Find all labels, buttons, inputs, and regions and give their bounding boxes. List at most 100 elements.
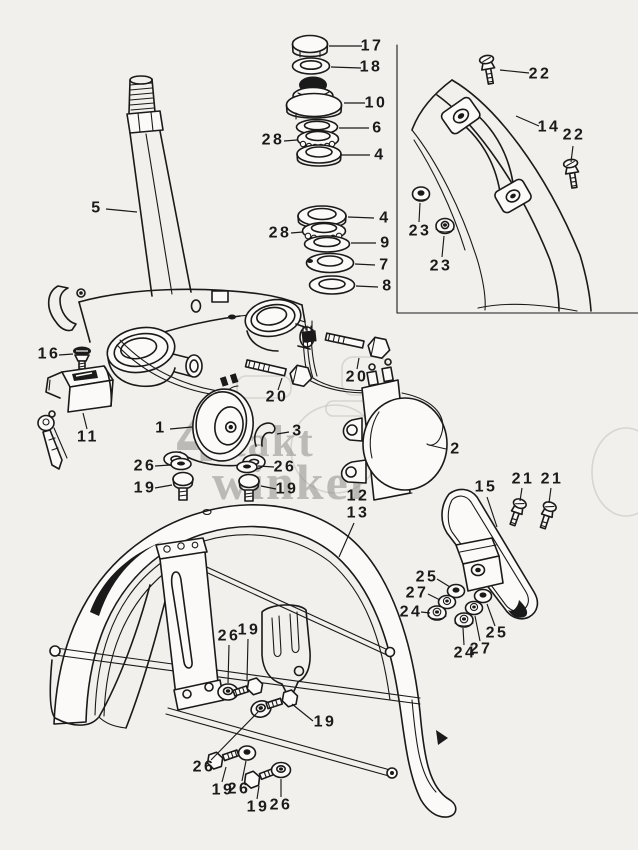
part-callout-3: 3 [292,422,304,440]
steering-stem [47,75,387,397]
part-callout-19: 19 [313,713,337,731]
inset-panel-border [396,44,638,314]
part-callout-18: 18 [359,58,383,76]
part-callout-26: 26 [217,627,241,645]
part-callout-2: 2 [450,440,462,458]
bearing-stack-lower [297,205,356,295]
washer-26-mid-right [236,460,258,474]
part-callout-12: 12 [346,487,370,505]
part-callout-20: 20 [265,388,289,406]
part-callout-21: 21 [511,470,535,488]
part-callout-19: 19 [133,479,157,497]
part-callout-25: 25 [415,568,439,586]
mudflap-group [427,488,557,628]
relay-group [340,358,448,501]
part-callout-28: 28 [268,224,292,242]
part-callout-20: 20 [345,368,369,386]
washer-25-left [446,583,466,599]
nut-23-a [411,186,431,202]
nut-24-right [454,612,474,628]
part-callout-7: 7 [379,256,391,274]
washer-18 [291,57,331,75]
washer-26-mid-left [170,457,192,471]
part-callout-14: 14 [537,118,561,136]
front-fender-inset [411,54,592,312]
part-callout-24: 24 [399,603,423,621]
stem-nut-10 [285,76,343,120]
fender-skirt [49,659,99,726]
race-4-lower [297,205,347,229]
part-callout-6: 6 [372,119,384,137]
part-callout-28: 28 [261,131,285,149]
bolt-20-b [324,332,391,359]
part-callout-1: 1 [155,419,167,437]
part-callout-22: 22 [528,65,552,83]
fender-stay-bracket [155,537,225,711]
fender-brace [440,96,532,214]
bearing-stack-upper [285,34,343,167]
washer-26-bottom-4 [270,761,292,779]
nut-23-b [435,217,455,235]
part-callout-27: 27 [469,640,493,658]
nut-27-left [437,594,457,610]
lock-body-11 [45,365,114,413]
dust-seal-7 [305,252,355,274]
fender-rear-bracket [261,604,311,701]
horn-group [163,373,276,502]
part-callout-16: 16 [37,345,61,363]
part-callout-26: 26 [227,780,251,798]
part-callout-15: 15 [474,478,498,496]
screw-21-b [539,501,557,530]
mudflap-bracket [455,537,504,592]
part-callout-11: 11 [77,428,99,446]
part-callout-23: 23 [429,257,453,275]
part-callout-25: 25 [485,624,509,642]
clip-3 [253,422,276,447]
cable-lever [47,285,77,332]
part-callout-27: 27 [405,584,429,602]
watermark-word2: winkel [212,454,366,510]
screw-21-a [509,498,527,527]
bolt-20-a [244,359,313,388]
nut-24-left [427,605,447,621]
part-callout-8: 8 [382,277,394,295]
part-callout-4: 4 [374,146,386,164]
screw-19-mid-right [238,473,260,502]
washer-25-right [473,588,493,604]
screw-19-bottom-1 [232,677,264,697]
washer-8 [308,275,356,295]
part-callout-13: 13 [346,504,370,522]
part-callout-17: 17 [360,37,384,55]
part-callout-21: 21 [540,470,564,488]
part-callout-19: 19 [211,781,235,799]
part-callout-26: 26 [192,758,216,776]
part-callout-5: 5 [91,199,103,217]
steering-lock-group [37,346,114,470]
part-callout-19: 19 [246,798,270,816]
part-callout-4: 4 [379,209,391,227]
race-9 [303,235,351,253]
screw-19-mid-left [172,471,194,501]
screw-22-b [562,158,580,189]
steering-stem-cap-17 [291,34,329,58]
part-callout-26: 26 [269,796,293,814]
screw-22-a [478,54,496,85]
part-callout-23: 23 [408,222,432,240]
part-callout-22: 22 [562,126,586,144]
part-callout-26: 26 [273,458,297,476]
leader-lines [58,45,574,800]
part-callout-9: 9 [380,234,392,252]
nut-27-right [464,600,484,616]
part-callout-24: 24 [453,644,477,662]
rear-fender-group [49,504,457,818]
washer-26-bottom-3 [237,745,257,761]
part-callout-19: 19 [237,621,261,639]
keys [37,410,68,470]
bolt-19-bottom-2 [265,689,299,710]
part-callout-26: 26 [133,457,157,475]
part-callout-10: 10 [364,94,388,112]
bolt-19-bottom-3 [206,749,240,770]
